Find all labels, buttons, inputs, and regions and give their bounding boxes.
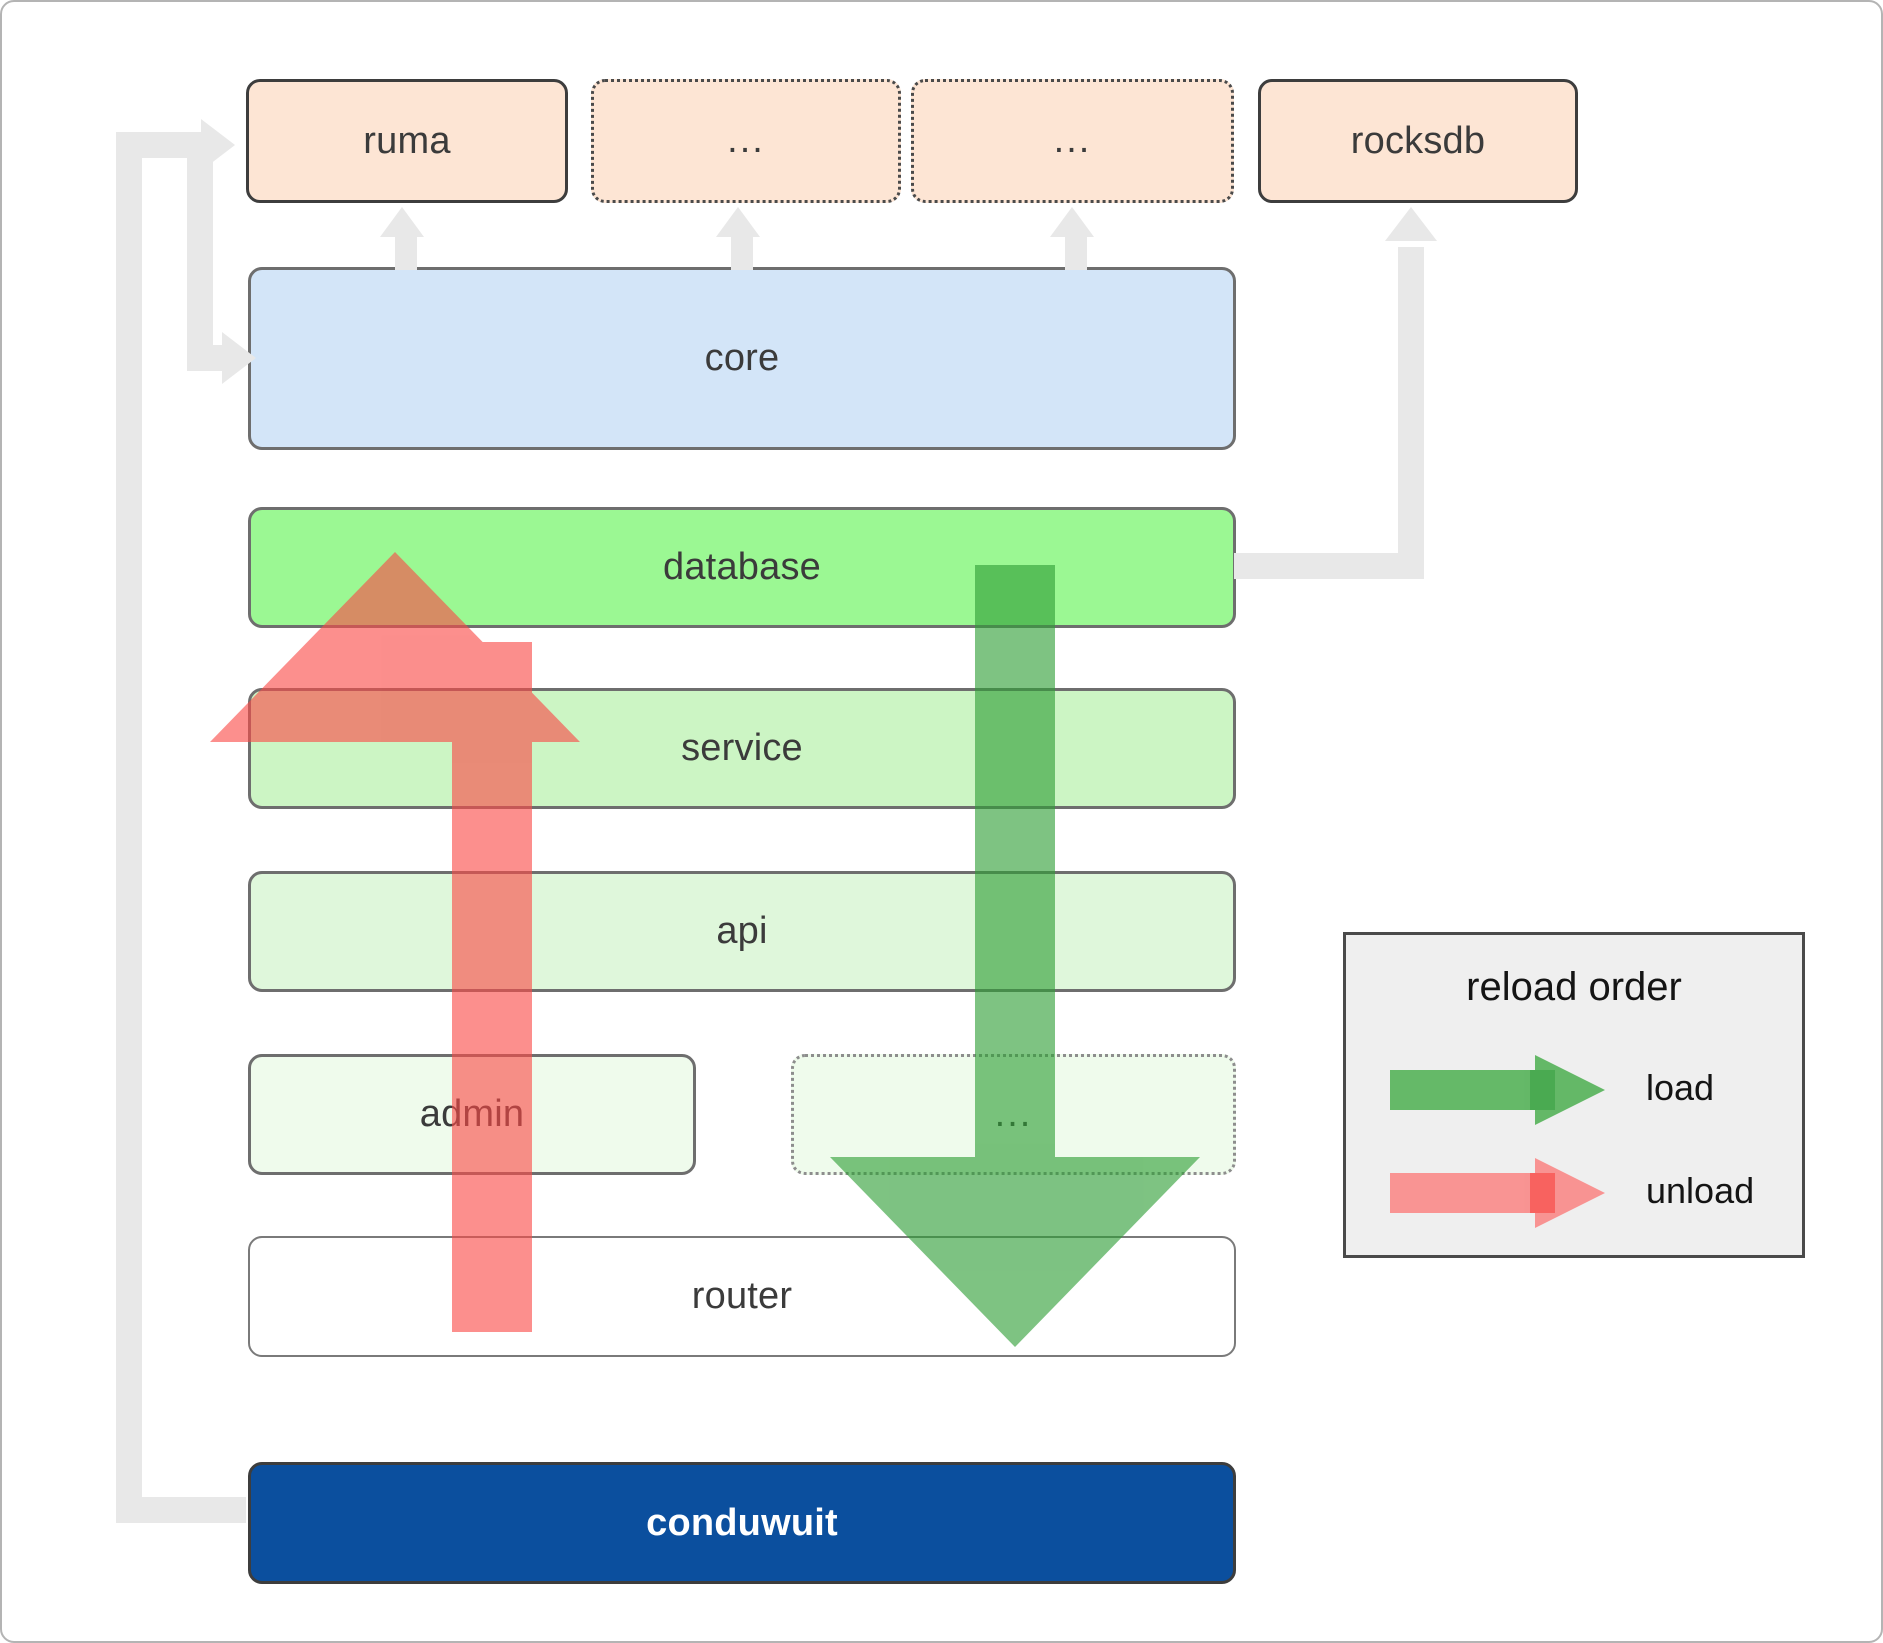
layer-box-service[interactable]: service [248, 688, 1236, 809]
connector-arrow-core-to-dots-1 [716, 207, 760, 237]
legend-unload-label: unload [1646, 1170, 1755, 1211]
layer-box-service-label: service [681, 727, 803, 769]
connector-database-rocksdb-vertical [1398, 247, 1424, 567]
connector-arrow-core-to-dots-2 [1050, 207, 1094, 237]
layer-box-core-label: core [704, 337, 780, 379]
legend-title: reload order [1466, 965, 1682, 1009]
layer-box-placeholder[interactable]: ... [791, 1054, 1236, 1175]
dependency-box-placeholder-2[interactable]: ... [911, 79, 1234, 203]
layer-box-api[interactable]: api [248, 871, 1236, 992]
connector-core-dots2-stem [1065, 234, 1087, 270]
dependency-box-rocksdb-label: rocksdb [1350, 119, 1486, 162]
layer-box-admin-label: admin [419, 1093, 525, 1135]
dependency-box-ruma[interactable]: ruma [246, 79, 568, 203]
layer-box-router-label: router [691, 1275, 793, 1317]
legend-load-arrow-icon [1390, 1055, 1605, 1125]
connector-branch-core-stem [187, 132, 213, 371]
connector-arrow-core-to-ruma [380, 207, 424, 237]
dependency-box-placeholder-1[interactable]: ... [591, 79, 901, 203]
dependency-box-rocksdb[interactable]: rocksdb [1258, 79, 1578, 203]
root-crate-box-conduwuit[interactable]: conduwuit [248, 1462, 1236, 1584]
layer-box-database-label: database [663, 546, 821, 588]
connector-trunk-vertical [116, 132, 142, 1523]
layer-box-placeholder-label: ... [994, 1092, 1033, 1135]
layer-box-database[interactable]: database [248, 507, 1236, 628]
layer-box-core[interactable]: core [248, 267, 1236, 450]
dependency-box-placeholder-1-label: ... [727, 119, 765, 162]
connector-arrow-rocksdb [1385, 207, 1437, 241]
legend-load-label: load [1646, 1067, 1715, 1108]
connector-arrow-core [222, 332, 256, 384]
root-crate-box-conduwuit-label: conduwuit [646, 1501, 838, 1544]
layer-box-router[interactable]: router [248, 1236, 1236, 1357]
dependency-box-ruma-label: ruma [363, 119, 451, 162]
legend-unload-arrow-icon [1390, 1158, 1605, 1228]
connector-core-dots1-stem [731, 234, 753, 270]
layer-box-admin[interactable]: admin [248, 1054, 696, 1175]
connector-branch-ruma [116, 132, 201, 158]
connector-core-ruma-stem [395, 234, 417, 270]
layer-box-api-label: api [716, 910, 768, 952]
dependency-box-placeholder-2-label: ... [1053, 119, 1092, 162]
connector-database-rocksdb-horizontal [1234, 553, 1424, 579]
legend-panel: reload order load unload [1343, 932, 1805, 1258]
